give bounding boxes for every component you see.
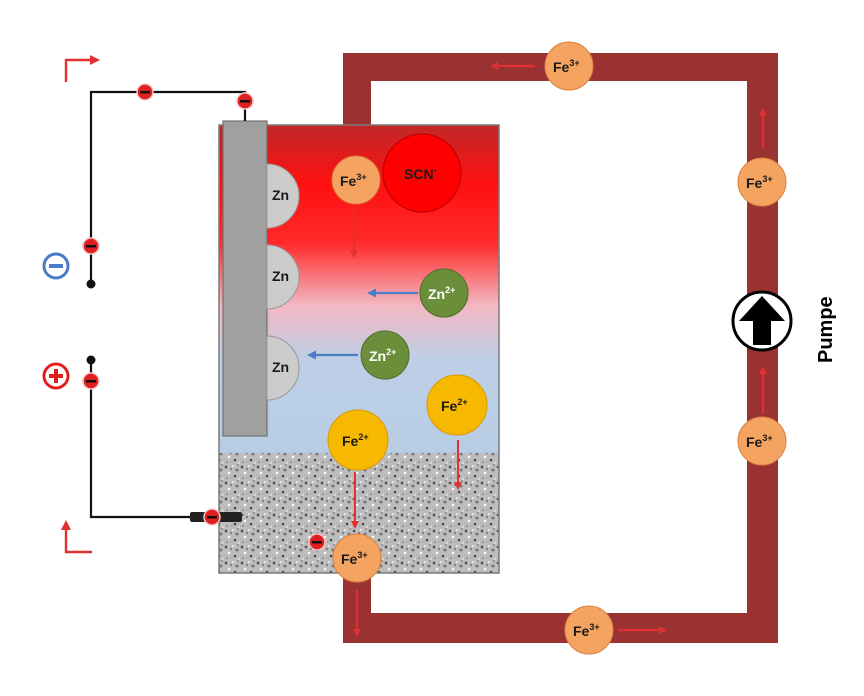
current-direction-arrow xyxy=(64,528,92,554)
svg-text:Fe3+: Fe3+ xyxy=(341,550,368,567)
svg-text:Zn2+: Zn2+ xyxy=(428,285,455,302)
zn2-ion: Zn2+ xyxy=(360,330,410,380)
svg-text:Fe3+: Fe3+ xyxy=(746,174,773,191)
scn-ion: SCN- xyxy=(382,133,462,213)
svg-text:Fe3+: Fe3+ xyxy=(553,58,580,75)
pump-icon xyxy=(731,290,793,352)
zn2-ion: Zn2+ xyxy=(419,268,469,318)
current-direction-arrow xyxy=(64,58,92,82)
svg-text:Fe2+: Fe2+ xyxy=(441,397,468,414)
electron xyxy=(203,508,221,526)
fe3-ion: Fe3+ xyxy=(544,41,594,91)
svg-text:SCN-: SCN- xyxy=(404,165,437,182)
positive-terminal xyxy=(86,355,96,365)
svg-text:Zn2+: Zn2+ xyxy=(369,347,396,364)
zn-deposit-label: Zn xyxy=(272,359,289,375)
svg-text:Fe3+: Fe3+ xyxy=(573,622,600,639)
zn-deposit: Zn xyxy=(266,335,300,401)
negative-pole-icon xyxy=(42,252,70,280)
fe3-ion: Fe3+ xyxy=(331,155,381,205)
electron xyxy=(236,92,254,110)
zn-deposit-label: Zn xyxy=(272,268,289,284)
current-arrow-head xyxy=(90,55,100,65)
fe3-ion: Fe3+ xyxy=(737,157,787,207)
positive-pole-icon xyxy=(42,362,70,390)
fe2-ion: Fe2+ xyxy=(426,374,488,436)
pump-label: Pumpe xyxy=(815,296,837,363)
negative-terminal xyxy=(86,279,96,289)
fe3-ion: Fe3+ xyxy=(737,416,787,466)
svg-text:Fe3+: Fe3+ xyxy=(746,433,773,450)
current-arrow-head xyxy=(61,520,71,530)
electron xyxy=(136,83,154,101)
electron xyxy=(308,533,326,551)
zn-deposit-label: Zn xyxy=(272,187,289,203)
zn-deposit: Zn xyxy=(266,163,300,229)
electron xyxy=(82,237,100,255)
zn-deposit: Zn xyxy=(266,244,300,310)
fe3-ion: Fe3+ xyxy=(332,533,382,583)
fe2-ion: Fe2+ xyxy=(327,409,389,471)
fe3-ion: Fe3+ xyxy=(564,605,614,655)
svg-text:Fe2+: Fe2+ xyxy=(342,432,369,449)
electron xyxy=(82,372,100,390)
svg-text:Fe3+: Fe3+ xyxy=(340,172,367,189)
zinc-electrode xyxy=(222,120,268,437)
